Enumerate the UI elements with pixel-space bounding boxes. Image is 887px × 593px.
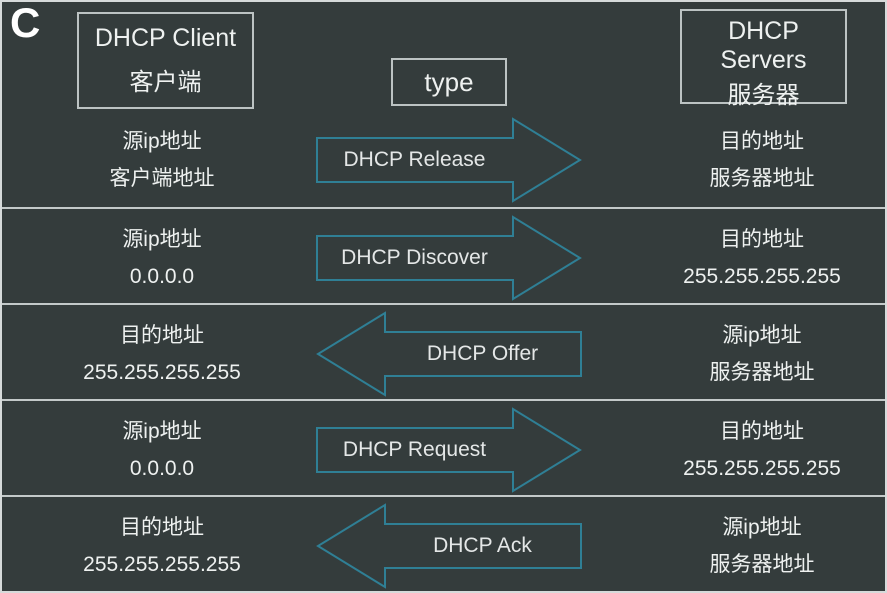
dest-value: 255.255.255.255 bbox=[83, 360, 241, 384]
discover-dest-cell: 目的地址 255.255.255.255 bbox=[639, 209, 885, 307]
request-dest-cell: 目的地址 255.255.255.255 bbox=[639, 401, 885, 499]
type-box: type bbox=[391, 58, 507, 106]
diagram-header: C DHCP Client 客户端 type DHCP Servers 服务器 bbox=[2, 2, 885, 111]
source-label: 源ip地址 bbox=[722, 515, 802, 539]
ack-source-cell: 源ip地址 服务器地址 bbox=[639, 497, 885, 591]
ack-dest-cell: 目的地址 255.255.255.255 bbox=[2, 497, 322, 591]
offer-dest-cell: 目的地址 255.255.255.255 bbox=[2, 305, 322, 403]
corner-label: C bbox=[10, 0, 41, 46]
source-value: 客户端地址 bbox=[109, 166, 215, 190]
dhcp-servers-box: DHCP Servers 服务器 bbox=[680, 9, 847, 109]
offer-arrow-cell: DHCP Offer bbox=[315, 305, 639, 403]
client-box-title: DHCP Client bbox=[94, 24, 237, 53]
row-dhcp-ack: 目的地址 255.255.255.255 DHCP Ack 源ip地址 服务器地… bbox=[2, 495, 885, 591]
source-label: 源ip地址 bbox=[122, 227, 202, 251]
arrow-left-icon: DHCP Ack bbox=[315, 503, 582, 589]
ack-arrow-cell: DHCP Ack bbox=[315, 497, 639, 591]
source-value: 0.0.0.0 bbox=[129, 264, 195, 288]
source-value: 0.0.0.0 bbox=[129, 456, 195, 480]
dest-label: 目的地址 bbox=[120, 323, 204, 347]
row-dhcp-release: 源ip地址 客户端地址 DHCP Release 目的地址 服务器地址 bbox=[2, 111, 885, 207]
row-dhcp-request: 源ip地址 0.0.0.0 DHCP Request 目的地址 255.255.… bbox=[2, 399, 885, 495]
message-type-label: DHCP Offer bbox=[426, 342, 539, 365]
dhcp-client-box: DHCP Client 客户端 bbox=[77, 12, 254, 109]
arrow-left-icon: DHCP Offer bbox=[315, 311, 582, 397]
type-box-label: type bbox=[424, 66, 474, 97]
row-dhcp-discover: 源ip地址 0.0.0.0 DHCP Discover 目的地址 255.255… bbox=[2, 207, 885, 303]
dest-value: 255.255.255.255 bbox=[683, 264, 841, 288]
message-type-label: DHCP Discover bbox=[341, 246, 488, 269]
arrow-right-icon: DHCP Release bbox=[315, 117, 582, 203]
dest-label: 目的地址 bbox=[720, 419, 804, 443]
discover-source-cell: 源ip地址 0.0.0.0 bbox=[2, 209, 322, 307]
source-value: 服务器地址 bbox=[709, 360, 815, 384]
dest-value: 服务器地址 bbox=[709, 166, 815, 190]
dest-value: 255.255.255.255 bbox=[83, 552, 241, 576]
dest-label: 目的地址 bbox=[120, 515, 204, 539]
release-dest-cell: 目的地址 服务器地址 bbox=[639, 111, 885, 209]
source-value: 服务器地址 bbox=[709, 552, 815, 576]
server-box-subtitle: 服务器 bbox=[727, 82, 800, 109]
client-box-subtitle: 客户端 bbox=[129, 68, 202, 96]
arrow-right-icon: DHCP Request bbox=[315, 407, 582, 493]
message-type-label: DHCP Request bbox=[342, 438, 487, 461]
dest-label: 目的地址 bbox=[720, 129, 804, 153]
request-arrow-cell: DHCP Request bbox=[315, 401, 639, 499]
dest-value: 255.255.255.255 bbox=[683, 456, 841, 480]
arrow-right-icon: DHCP Discover bbox=[315, 215, 582, 301]
release-source-cell: 源ip地址 客户端地址 bbox=[2, 111, 322, 209]
offer-source-cell: 源ip地址 服务器地址 bbox=[639, 305, 885, 403]
source-label: 源ip地址 bbox=[122, 419, 202, 443]
source-label: 源ip地址 bbox=[122, 129, 202, 153]
message-rows: 源ip地址 客户端地址 DHCP Release 目的地址 服务器地址 源ip地… bbox=[2, 111, 885, 591]
source-label: 源ip地址 bbox=[722, 323, 802, 347]
row-dhcp-offer: 目的地址 255.255.255.255 DHCP Offer 源ip地址 服务… bbox=[2, 303, 885, 399]
dest-label: 目的地址 bbox=[720, 227, 804, 251]
discover-arrow-cell: DHCP Discover bbox=[315, 209, 639, 307]
request-source-cell: 源ip地址 0.0.0.0 bbox=[2, 401, 322, 499]
release-arrow-cell: DHCP Release bbox=[315, 111, 639, 209]
message-type-label: DHCP Ack bbox=[433, 534, 532, 557]
server-box-title: DHCP Servers bbox=[720, 17, 807, 74]
message-type-label: DHCP Release bbox=[343, 148, 486, 171]
